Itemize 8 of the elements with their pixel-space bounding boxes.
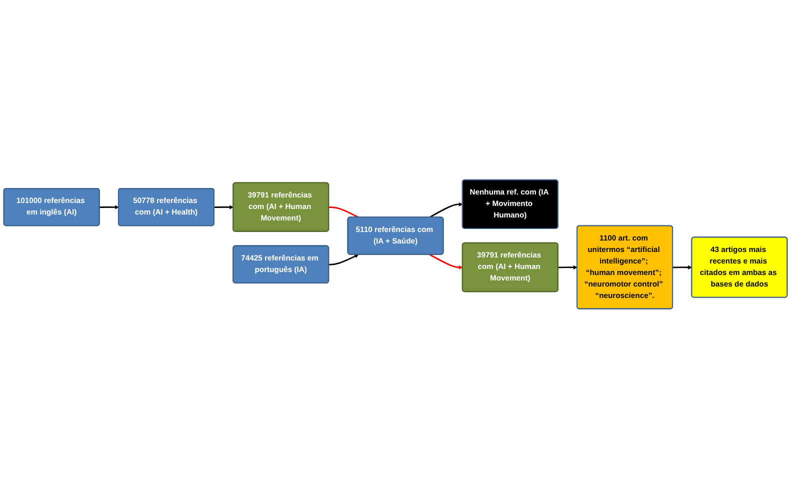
connector: [328, 206, 359, 218]
arrow: [429, 202, 463, 218]
arrow: [214, 204, 234, 209]
arrow: [328, 254, 359, 266]
arrow: [429, 254, 463, 270]
arrow: [672, 264, 692, 270]
arrow: [100, 204, 119, 209]
arrow: [558, 264, 578, 270]
